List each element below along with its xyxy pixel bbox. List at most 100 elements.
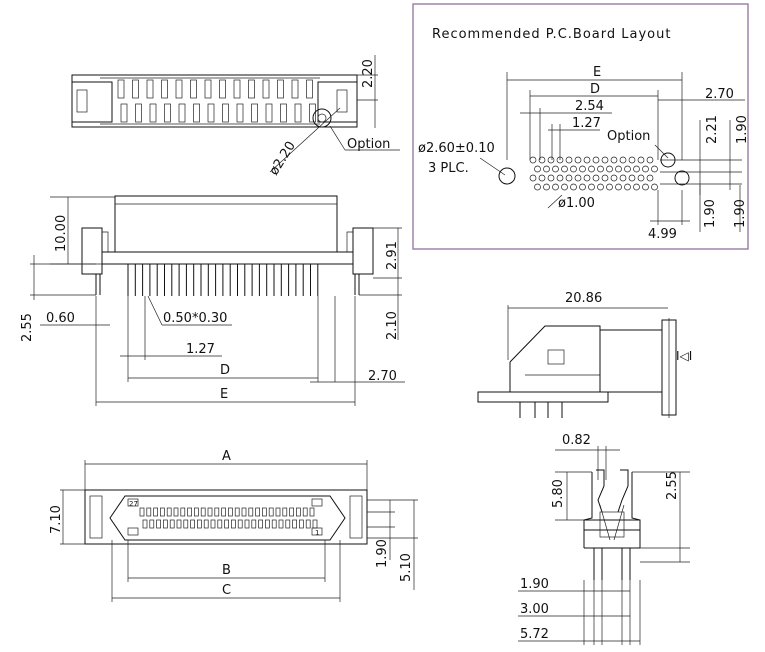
bottom-contact [166, 507, 172, 517]
pcb-hole [588, 165, 595, 173]
pcb-hole [637, 156, 645, 164]
top-contact [164, 103, 171, 123]
front-dim-2-91: 2.91 [385, 241, 400, 270]
bottom-contact [228, 507, 233, 517]
pcb-hole [601, 156, 609, 164]
top-contact [265, 103, 273, 123]
pcb-layout-diagram: E D 2.70 2.54 1.27 Option 2.21 1.90 1.90… [418, 65, 750, 242]
pcb-hole-small-label: ø1.00 [558, 196, 595, 211]
pcb-hole [570, 165, 577, 173]
pcb-hole-grid [529, 156, 658, 191]
front-dim-2-55: 2.55 [20, 313, 35, 342]
front-dim-2-10: 2.10 [385, 311, 400, 340]
pcb-dim-d: D [590, 82, 600, 97]
pcb-hole [646, 156, 654, 164]
top-dim-hole: ø2.20 [267, 139, 299, 178]
pcb-hole [583, 174, 591, 182]
pcb-hole [547, 156, 555, 164]
pcb-hole-big-label: ø2.60±0.10 [418, 141, 495, 156]
top-view: 2.20 ø2.20 Option [71, 55, 400, 178]
bottom-contact [160, 507, 165, 517]
top-contact [294, 103, 302, 123]
top-dim-2-20: 2.20 [361, 59, 376, 88]
bottom-contact [231, 519, 236, 529]
bottom-contact [187, 507, 192, 517]
bottom-contact [305, 519, 311, 529]
pcb-hole [610, 156, 618, 164]
top-contact [193, 103, 200, 123]
detail-dim-5-72: 5.72 [520, 627, 549, 642]
bottom-contact [265, 519, 270, 529]
bottom-contact [221, 507, 226, 517]
pcb-hole [529, 174, 537, 182]
pcb-hole [552, 165, 559, 173]
bottom-contact [248, 507, 254, 517]
top-contact [117, 79, 125, 99]
top-option-label: Option [347, 137, 390, 152]
top-contact [262, 79, 270, 99]
pcb-hole [579, 165, 586, 173]
top-contact [207, 103, 215, 123]
pcb-hole [538, 156, 546, 164]
bottom-contact [309, 507, 315, 517]
bottom-contact [285, 519, 291, 529]
front-dim-1-27: 1.27 [186, 342, 215, 357]
bottom-dim-5-10: 5.10 [399, 553, 414, 582]
pcb-hole [642, 165, 649, 173]
pcb-hole [574, 174, 582, 182]
pcb-hole [543, 183, 550, 191]
pcb-hole [583, 156, 591, 164]
side-label-rotated: I◁I [676, 349, 692, 363]
pcb-hole [574, 156, 582, 164]
pin-label-1: 1 [315, 529, 319, 537]
side-dim-20-86: 20.86 [565, 291, 602, 306]
pcb-hole [565, 174, 573, 182]
pcb-hole [579, 183, 586, 191]
bottom-contact [289, 507, 294, 517]
pcb-hole-count: 3 PLC. [428, 161, 469, 176]
top-contact [161, 79, 168, 99]
front-pin-size: 0.50*0.30 [163, 311, 227, 326]
bottom-contact [153, 507, 158, 517]
pcb-dim-2-21: 2.21 [705, 115, 720, 144]
bottom-contact [194, 507, 199, 517]
bottom-contact [214, 507, 220, 517]
bottom-contact [271, 519, 277, 529]
front-dim-d: D [220, 363, 230, 378]
top-contact [190, 79, 197, 99]
top-contact [236, 103, 244, 123]
front-dim-0-60: 0.60 [46, 311, 75, 326]
top-contact [146, 79, 154, 99]
bottom-contact [237, 519, 243, 529]
top-contact [135, 103, 142, 123]
pcb-mount-hole [498, 167, 516, 185]
pcb-hole [633, 183, 640, 191]
bottom-contact [262, 507, 267, 517]
pcb-dim-1-90-c: 1.90 [733, 199, 748, 228]
pcb-hole [624, 165, 631, 173]
bottom-contact [156, 519, 161, 529]
pcb-hole [615, 165, 622, 173]
bottom-contact [292, 519, 297, 529]
top-contact [175, 79, 183, 99]
detail-dim-2-55: 2.55 [665, 471, 680, 500]
top-contact [280, 103, 287, 123]
pcb-hole [529, 156, 537, 164]
bottom-contact [299, 519, 304, 529]
pcb-dim-e: E [593, 65, 601, 80]
bottom-dim-a: A [222, 449, 231, 464]
pcb-hole [556, 156, 564, 164]
pcb-hole [588, 183, 595, 191]
pcb-hole [624, 183, 631, 191]
top-contact [233, 79, 241, 99]
bottom-contact [268, 507, 274, 517]
pin-label-27: 27 [129, 500, 138, 508]
pcb-hole [642, 183, 649, 191]
bottom-contact [217, 519, 223, 529]
pcb-hole [592, 174, 600, 182]
pcb-dim-2-70: 2.70 [705, 87, 734, 102]
bottom-dim-7-10: 7.10 [49, 505, 64, 534]
bottom-contact [142, 519, 148, 529]
